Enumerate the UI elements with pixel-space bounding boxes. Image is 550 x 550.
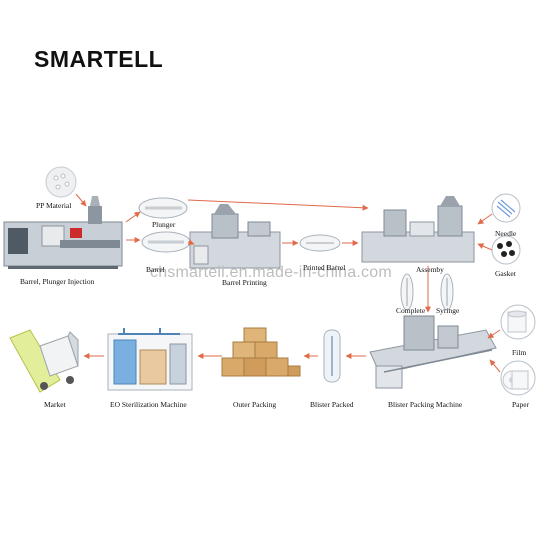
printed-barrel-image <box>299 234 341 252</box>
market-image <box>9 329 79 393</box>
label-barrel: Barrel <box>146 265 165 274</box>
label-gasket: Gasket <box>495 269 516 278</box>
film-image <box>500 304 536 340</box>
plunger-image <box>138 197 188 219</box>
label-injection: Barrel, Plunger Injection <box>20 277 95 286</box>
label-barrel-printing: Barrel Printing <box>222 278 267 287</box>
blister-packed-image <box>323 329 341 383</box>
label-eo-sterilization: EO Sterilization Machine <box>110 400 187 409</box>
outer-packing-image <box>221 327 301 377</box>
gasket-image <box>491 235 521 265</box>
needle-image <box>491 193 521 223</box>
label-syringe: Syringe <box>436 306 460 315</box>
barrel-image <box>141 231 191 253</box>
eo-sterilization-machine-image <box>107 328 193 391</box>
label-pp-material: PP Material <box>36 201 72 210</box>
label-complete: Complete <box>396 306 426 315</box>
label-plunger: Plunger <box>152 220 176 229</box>
label-printed-barrel: Printed Barrel <box>303 263 346 272</box>
label-film: Film <box>512 348 527 357</box>
assembly-machine-image <box>361 196 475 263</box>
label-needle: Needle <box>495 229 517 238</box>
brand-logo: SMARTELL <box>34 46 164 72</box>
label-paper: Paper <box>512 400 530 409</box>
blister-packing-machine-image <box>369 315 497 389</box>
flow-arrows <box>75 193 501 373</box>
injection-machine-image <box>3 196 123 269</box>
label-blister-packing-machine: Blister Packing Machine <box>388 400 463 409</box>
printing-machine-image <box>189 204 281 269</box>
complete-syringe-image <box>400 273 454 311</box>
label-blister-packed: Blister Packed <box>310 400 354 409</box>
paper-image <box>500 360 536 396</box>
label-outer-packing: Outer Packing <box>233 400 277 409</box>
label-market: Market <box>44 400 66 409</box>
label-assemby: Assemby <box>416 265 444 274</box>
watermark: chsmartell.en.made-in-china.com <box>150 264 392 281</box>
pp-material-image <box>45 166 77 198</box>
